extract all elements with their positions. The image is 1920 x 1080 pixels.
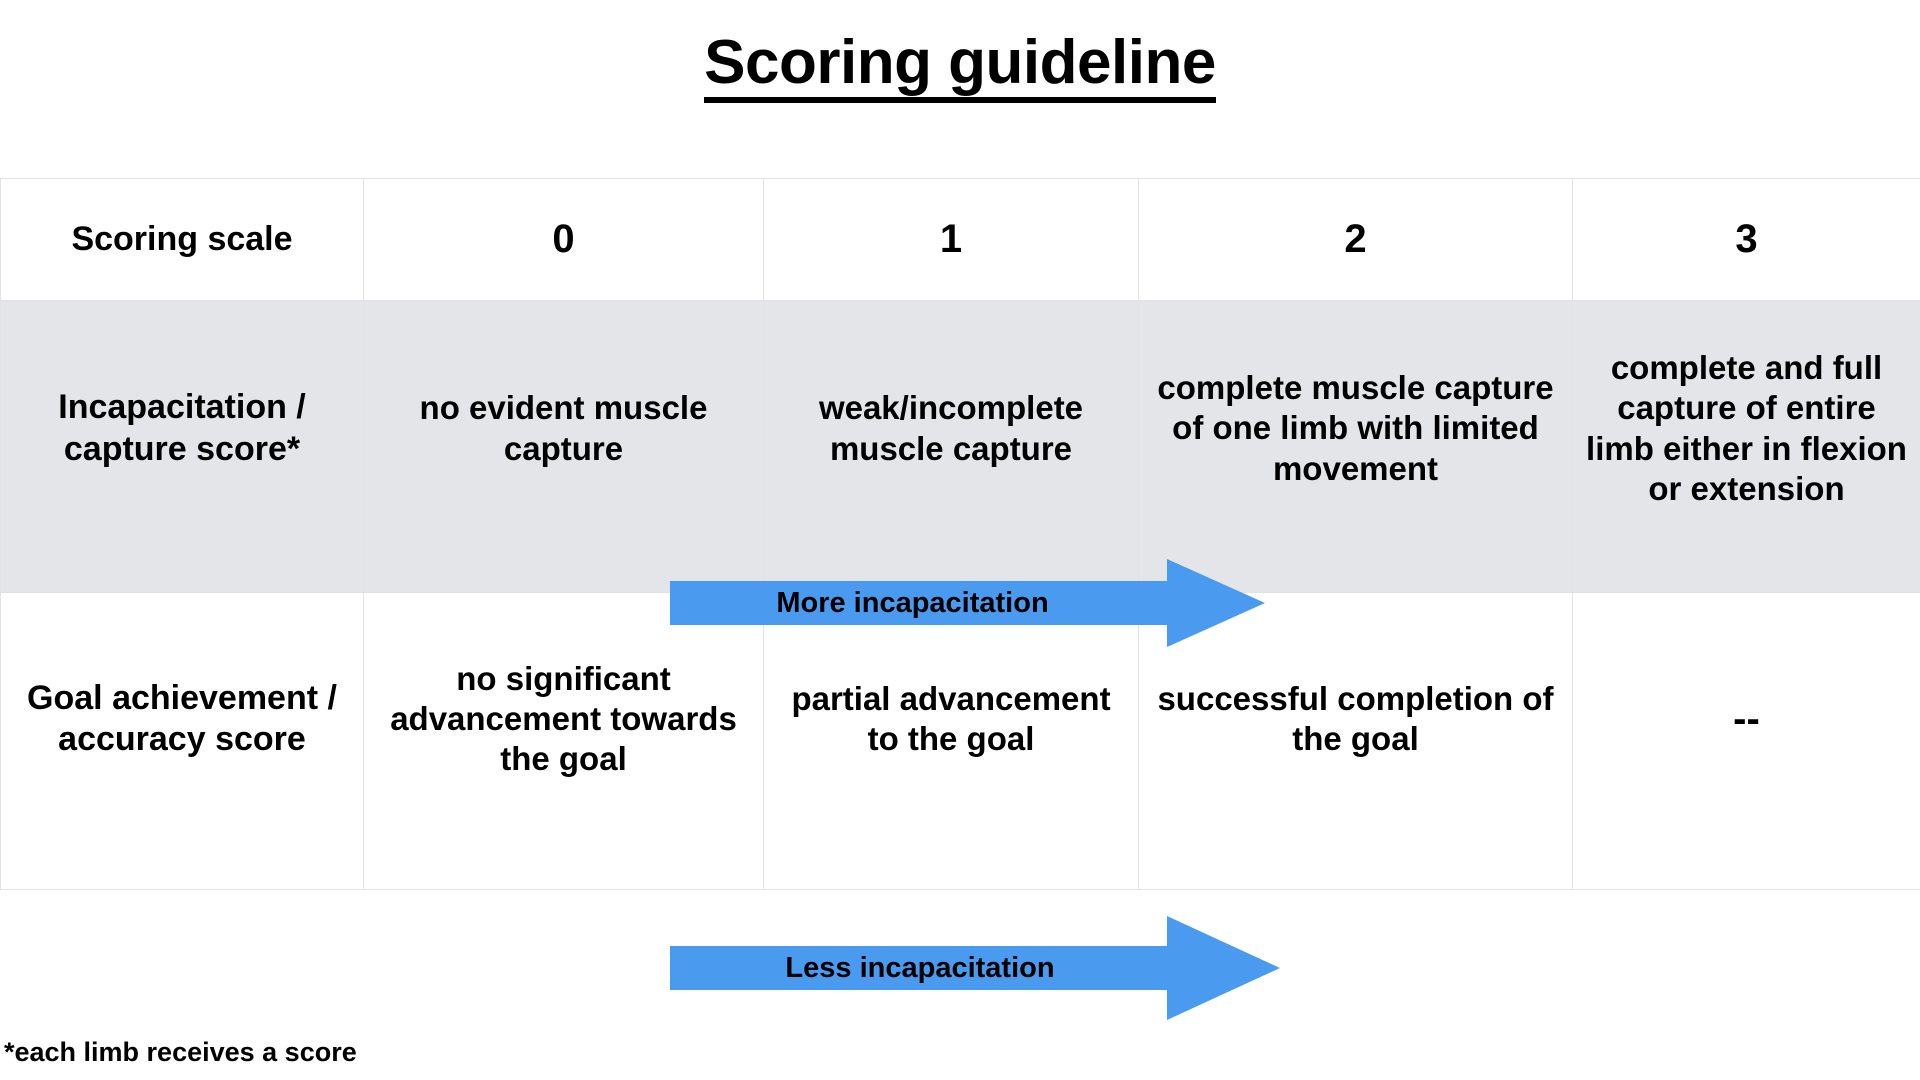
page-title: Scoring guideline: [704, 30, 1216, 104]
scoring-guideline-table: Scoring scale 0 1 2 3 Incapacitation / c…: [0, 178, 1920, 890]
cell-incapacitation-2-text: complete muscle capture of one limb with…: [1157, 369, 1554, 487]
cell-incapacitation-3-text: complete and full capture of entire limb…: [1586, 349, 1907, 507]
header-score-3: 3: [1572, 178, 1920, 301]
cell-incapacitation-1-text: weak/incomplete muscle capture: [818, 389, 1084, 467]
cell-goal-0: no significant advancement towards the g…: [363, 592, 764, 890]
header-score-1: 1: [763, 178, 1139, 301]
cell-goal-2-text: successful completion of the goal: [1157, 679, 1554, 757]
row-label-goal-achievement: Goal achievement / accuracy score: [0, 592, 364, 890]
row-label-incapacitation-text: Incapacitation / capture score*: [58, 388, 306, 468]
cell-goal-1-text: partial advancement to the goal: [791, 679, 1111, 757]
table-header-row: Scoring scale 0 1 2 3: [0, 178, 1920, 301]
cell-incapacitation-2: complete muscle capture of one limb with…: [1138, 300, 1573, 593]
cell-incapacitation-3: complete and full capture of entire limb…: [1572, 300, 1920, 593]
cell-incapacitation-0-text: no evident muscle capture: [419, 389, 708, 467]
page-title-container: Scoring guideline: [0, 30, 1920, 104]
row-label-goal-achievement-text: Goal achievement / accuracy score: [27, 678, 337, 758]
header-score-0: 0: [363, 178, 764, 301]
table-row-goal-achievement: Goal achievement / accuracy score no sig…: [0, 592, 1920, 890]
cell-goal-3: --: [1572, 592, 1920, 890]
cell-incapacitation-0: no evident muscle capture: [363, 300, 764, 593]
header-score-2: 2: [1138, 178, 1573, 301]
cell-goal-3-text: --: [1733, 696, 1760, 741]
row-label-incapacitation: Incapacitation / capture score*: [0, 300, 364, 593]
more-incapacitation-arrow: More incapacitation: [670, 559, 1265, 647]
cell-incapacitation-1: weak/incomplete muscle capture: [763, 300, 1139, 593]
table-row-incapacitation: Incapacitation / capture score* no evide…: [0, 300, 1920, 593]
right-arrow-icon: [670, 559, 1265, 647]
right-arrow-icon: [670, 916, 1280, 1020]
cell-goal-0-text: no significant advancement towards the g…: [390, 659, 737, 778]
less-incapacitation-arrow: Less incapacitation: [670, 916, 1280, 1020]
cell-goal-1: partial advancement to the goal: [763, 592, 1139, 890]
cell-goal-2: successful completion of the goal: [1138, 592, 1573, 890]
footnote: *each limb receives a score: [4, 1037, 357, 1067]
header-scoring-scale: Scoring scale: [0, 178, 364, 301]
